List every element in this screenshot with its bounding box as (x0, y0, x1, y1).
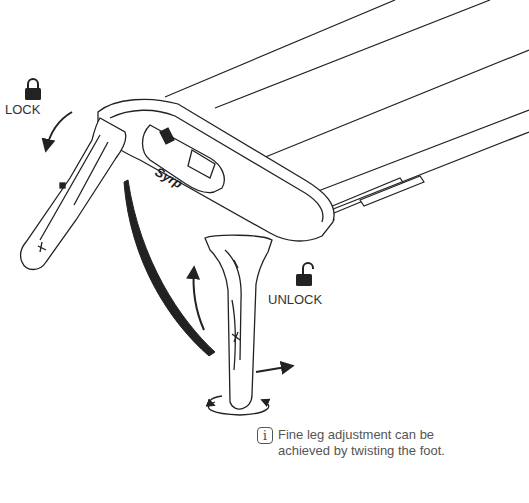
motion-arrows (46, 112, 292, 415)
upright-leg (205, 235, 272, 409)
unlock-icon (296, 263, 313, 286)
lock-label: LOCK (5, 102, 40, 117)
info-letter: i (263, 429, 267, 443)
unlock-label: UNLOCK (268, 292, 322, 307)
lock-icon (25, 79, 41, 100)
note-text: Fine leg adjustment can be achieved by t… (278, 427, 453, 460)
folded-leg (21, 118, 126, 270)
info-icon: i (257, 427, 273, 444)
